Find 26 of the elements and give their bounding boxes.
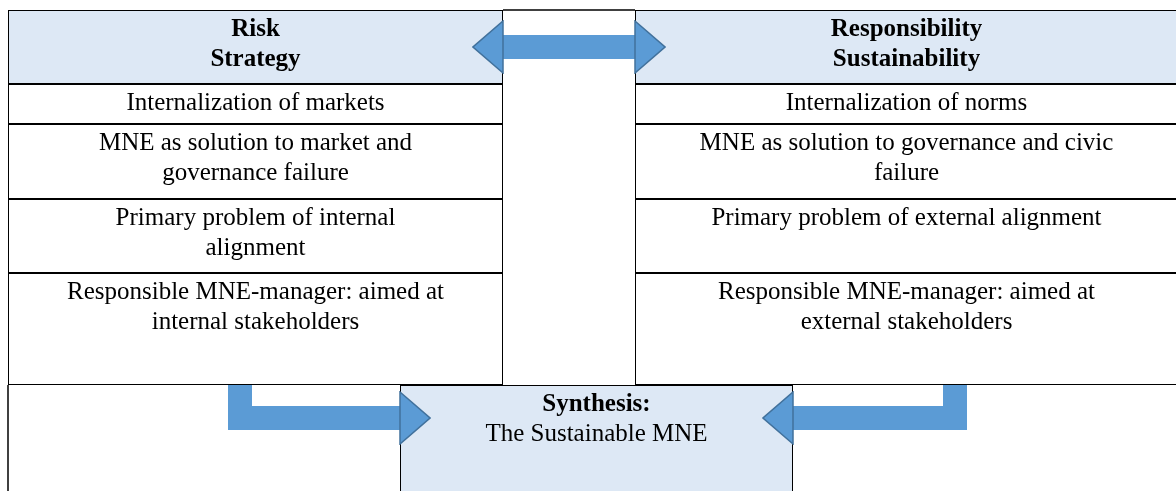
table-cell — [635, 199, 1176, 273]
cell-text: Responsible MNE-manager: aimed at external stakeholders — [717, 276, 1096, 336]
cell-text: Primary problem of internal alignment — [114, 202, 397, 262]
table-cell — [8, 199, 503, 273]
synthesis-box — [400, 385, 793, 491]
table-cell — [635, 124, 1176, 199]
block-arrow — [228, 385, 431, 445]
table-cell — [8, 124, 503, 199]
cell-text: Responsible MNE-manager: aimed at internal stakeholders — [66, 276, 445, 336]
cell-text: Primary problem of external alignment — [711, 202, 1102, 232]
cell-text: MNE as solution to market and governance failure — [97, 127, 414, 187]
table-cell — [635, 273, 1176, 385]
block-arrow — [762, 385, 967, 445]
column-heading: Responsibility Sustainability — [830, 13, 983, 73]
cell-text: MNE as solution to governance and civic failure — [698, 127, 1115, 187]
table-cell — [8, 273, 503, 385]
table-cell — [8, 84, 503, 124]
header-cell — [8, 10, 503, 84]
cell-text: Internalization of markets — [126, 87, 385, 117]
block-arrow — [472, 20, 666, 74]
synthesis-text: The Sustainable MNE — [485, 418, 708, 448]
header-cell — [635, 10, 1176, 84]
column-heading: Risk Strategy — [210, 13, 301, 73]
cell-text: Internalization of norms — [785, 87, 1028, 117]
synthesis-heading: Synthesis: — [542, 388, 651, 418]
table-cell — [635, 84, 1176, 124]
